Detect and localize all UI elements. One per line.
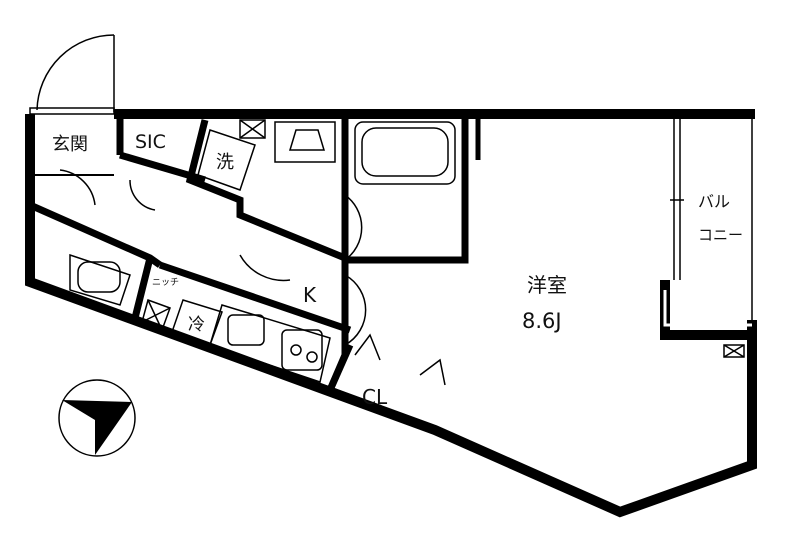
label-kitchen: K: [303, 283, 317, 307]
label-sic: SIC: [135, 131, 166, 153]
label-washer: 洗: [216, 152, 234, 173]
exterior-walls: [25, 109, 757, 518]
label-western-room: 洋室: [527, 273, 567, 297]
balcony: [670, 118, 753, 358]
label-balcony-1: バル: [698, 192, 730, 211]
label-western-room-size: 8.6J: [522, 309, 562, 333]
interior-walls: [28, 114, 481, 436]
compass-icon: [58, 379, 136, 457]
fixtures: [59, 119, 456, 386]
label-entrance: 玄関: [52, 134, 88, 155]
label-closet: CL: [362, 385, 388, 409]
label-niche: ニッチ: [152, 277, 179, 288]
entrance-door: [29, 34, 115, 115]
label-balcony-2: コニー: [698, 226, 743, 244]
label-fridge: 冷: [188, 315, 205, 335]
